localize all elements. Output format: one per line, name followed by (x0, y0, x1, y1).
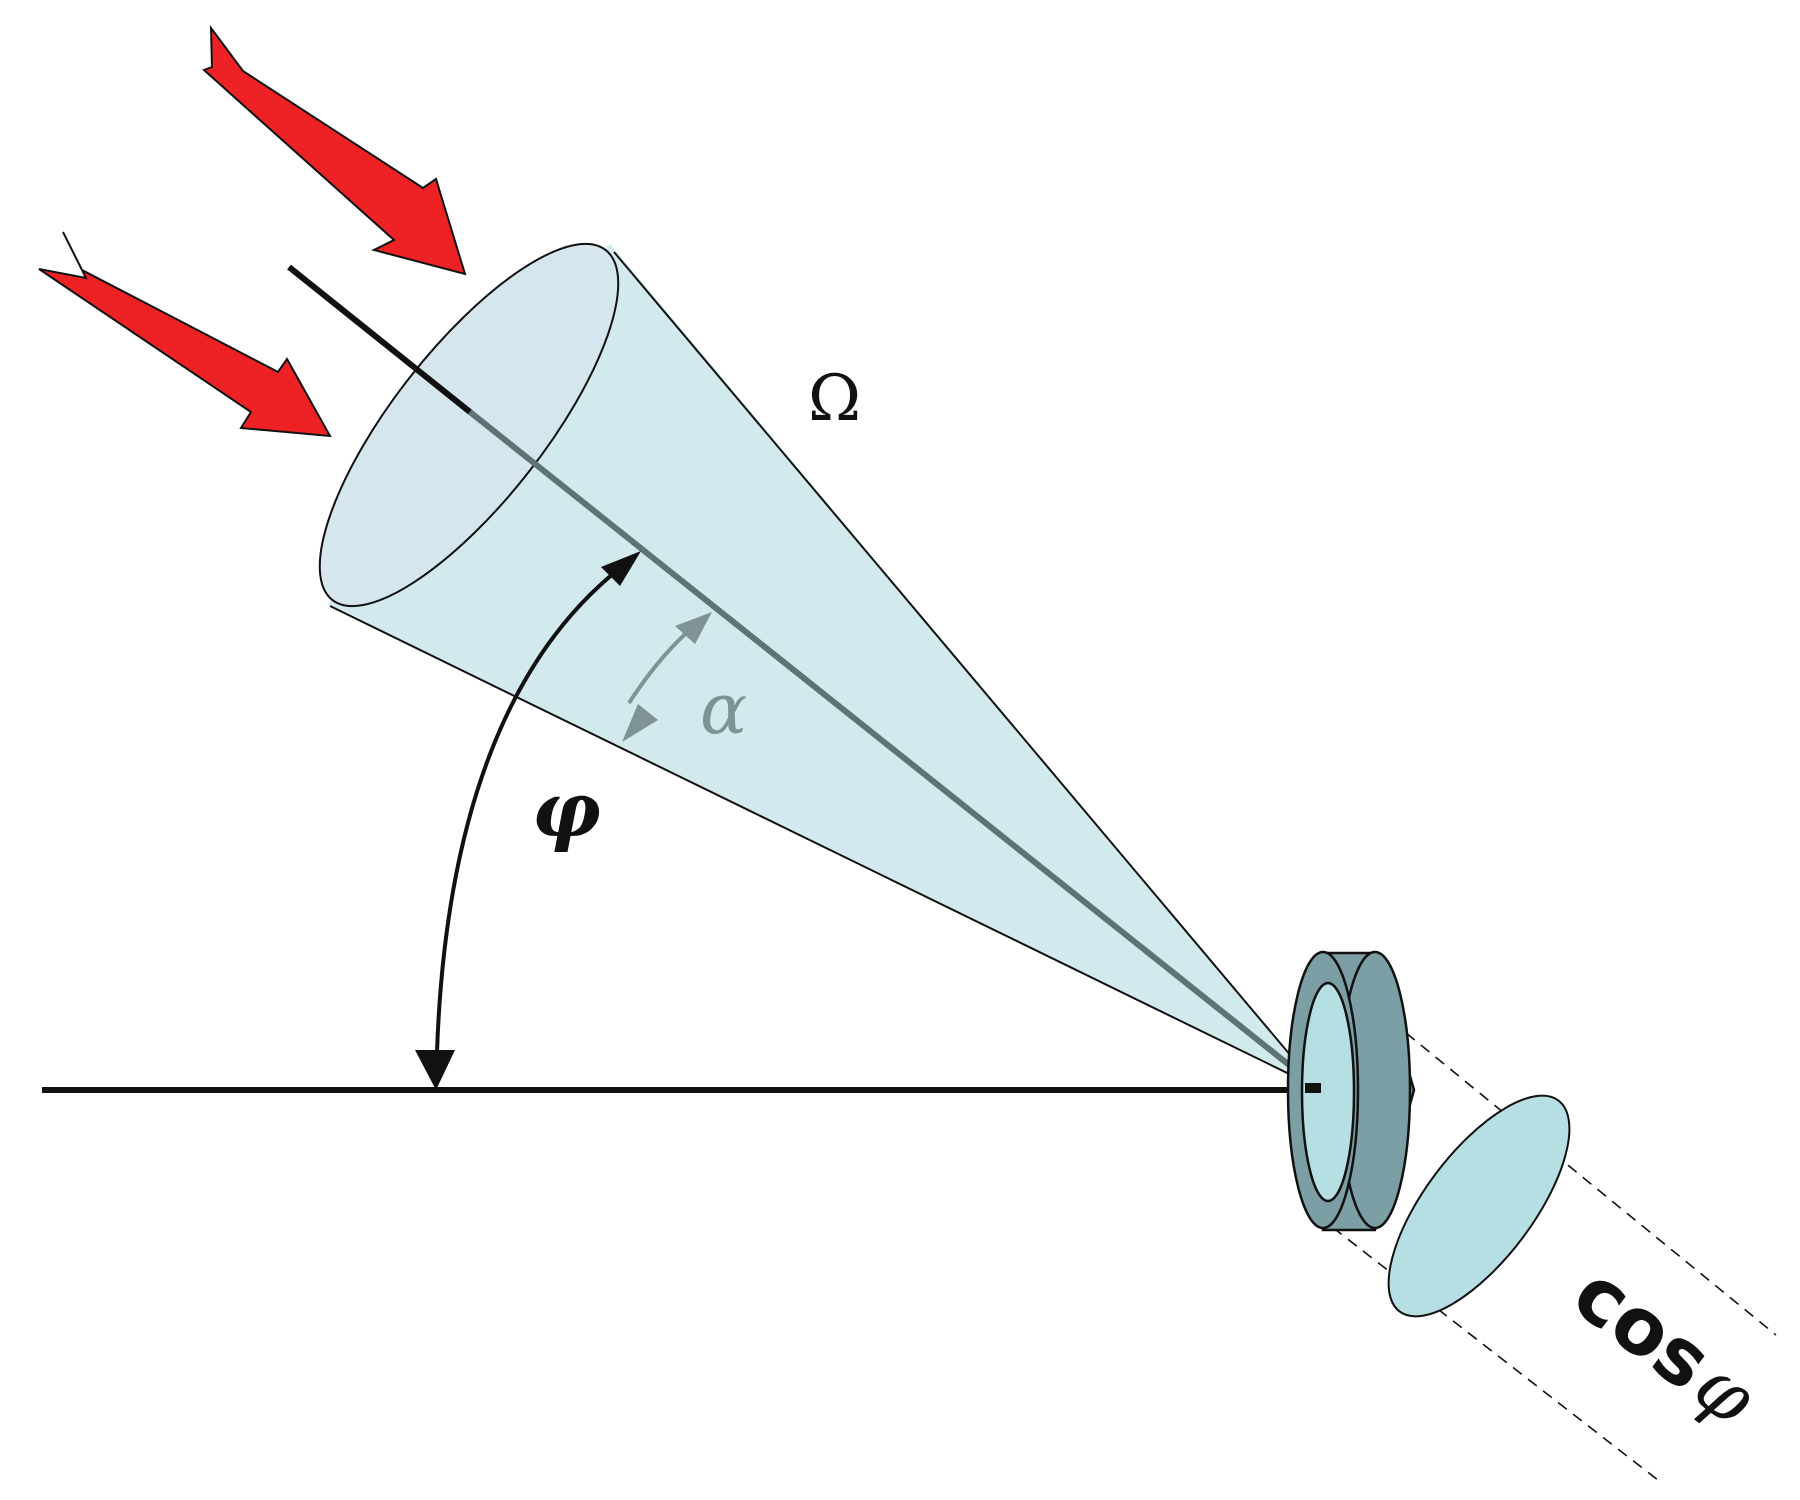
phi-label: φ (532, 765, 601, 854)
cone-body (328, 244, 1318, 1088)
cos-phi-label: cos φ (1557, 1248, 1772, 1442)
phi-angle-arrow (415, 551, 641, 1090)
projected-aperture-ellipse (1387, 1094, 1571, 1318)
solid-angle-cone (318, 242, 1319, 1089)
detector-aperture (1300, 981, 1356, 1203)
detector (1286, 950, 1416, 1232)
alpha-angle-arrow (622, 612, 712, 742)
incident-arrows (38, 24, 467, 438)
axis-line-inner (468, 409, 1320, 1091)
incident-arrow-lower (38, 231, 332, 438)
axis-line-outer (287, 264, 472, 415)
cone-mouth-ellipse (318, 242, 620, 608)
projection-guides (1317, 996, 1777, 1485)
detector-apex-mark (1305, 1083, 1321, 1093)
solid-angle-label: Ω (808, 362, 861, 436)
incident-arrow-upper (202, 24, 467, 276)
alpha-label: α (700, 668, 747, 750)
